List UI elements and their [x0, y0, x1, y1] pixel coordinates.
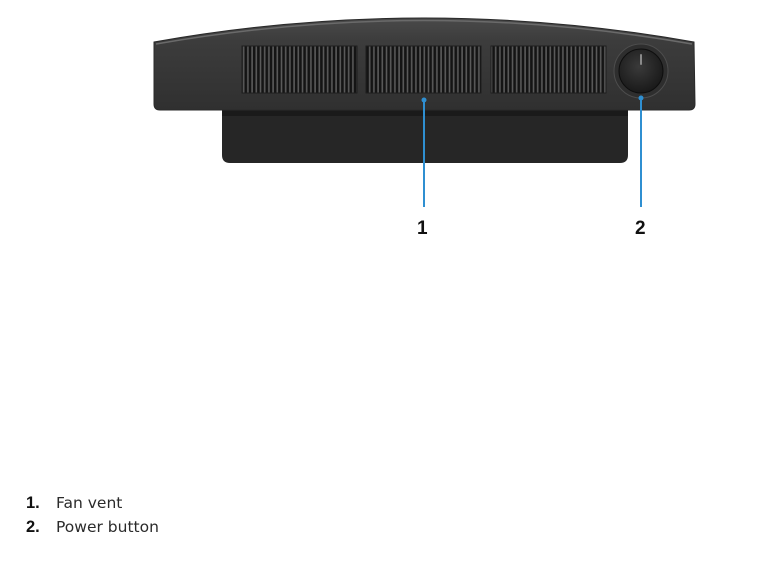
leader-line-2 [638, 95, 644, 207]
callout-number-2: 2 [635, 218, 646, 239]
power-button [613, 43, 669, 99]
fan-vent-grille-right [490, 45, 607, 94]
legend-item-number: 2. [26, 518, 40, 536]
legend-item-number: 1. [26, 494, 40, 512]
leader-line-1 [421, 97, 427, 207]
legend-item-label: Power button [56, 518, 159, 536]
legend-item: 2. Power button [26, 518, 159, 542]
fan-vent-grille-left [241, 45, 358, 94]
device-body-highlight [155, 19, 693, 45]
device-figure: 1 2 [0, 0, 772, 260]
device-illustration [153, 17, 696, 207]
fan-vent [241, 45, 607, 94]
legend-list: 1. Fan vent 2. Power button [26, 494, 159, 542]
legend-item: 1. Fan vent [26, 494, 159, 518]
fan-vent-grille-center [365, 45, 482, 94]
callout-number-1: 1 [417, 218, 428, 239]
legend-item-label: Fan vent [56, 494, 123, 512]
